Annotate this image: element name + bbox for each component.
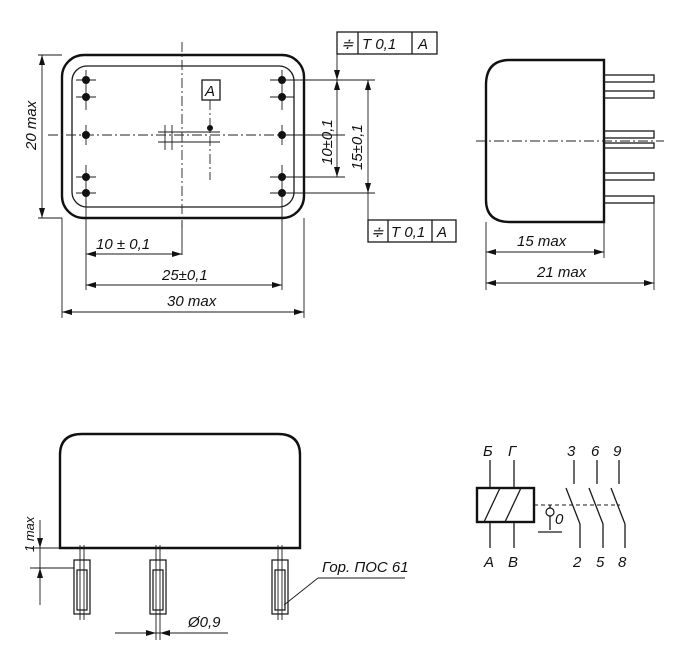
tol-bottom-symbol: ≑ [371,224,384,241]
front-view-body [58,432,302,550]
label-2: 2 [572,554,582,571]
dim-pitch-large-label: 25±0,1 [161,267,208,284]
dim-vert-1-label: 10±0,1 [319,119,336,165]
label-a-bottom: А [483,554,494,571]
side-view: 15 max 21 max [476,58,664,290]
dim-body-label: 15 max [517,233,567,250]
tol-bottom-datum: A [436,224,447,241]
label-v-bottom: В [508,554,518,571]
top-view-center-marks [158,125,220,150]
tolerance-frame-top: ≑ T 0,1 A [334,31,438,80]
dim-width-label: 30 max [167,293,217,310]
tol-top-symbol: ≑ [341,36,354,53]
dim-total-label: 21 max [536,264,587,281]
relay-schematic: 0 Б Г А В 3 6 9 2 5 8 [475,443,627,571]
top-view-pins-right [270,70,294,205]
label-9: 9 [613,443,622,460]
contact-3 [610,460,626,548]
label-b-top: Б [483,443,493,460]
tolerance-frame-bottom: ≑ T 0,1 A [367,193,457,243]
pin-diameter-label: Ø0,9 [187,614,221,631]
datum-label: A [204,83,215,100]
top-view: 20 max [23,31,457,318]
contact-1 [565,460,581,548]
top-view-body-outer [60,53,306,220]
top-view-pins-left [76,70,96,205]
coil-symbol [475,486,536,524]
zero-mark: 0 [555,511,564,528]
label-5: 5 [596,554,605,571]
label-3: 3 [567,443,576,460]
front-view: 1 max Ø0,9 Гор. ПОС 61 [22,432,409,640]
tol-bottom-value: T 0,1 [391,224,425,241]
side-view-leads [603,74,655,204]
solder-note-label: Гор. ПОС 61 [322,559,409,576]
label-g-top: Г [508,443,518,460]
front-view-pins [73,545,289,640]
top-view-body-inner [71,65,295,208]
tol-top-datum: A [417,36,428,53]
tol-top-value: T 0,1 [362,36,396,53]
label-6: 6 [591,443,600,460]
dim-height-label: 20 max [23,100,40,151]
dim-gap-label: 1 max [22,516,37,552]
dim-vert-2-label: 15±0,1 [349,124,366,170]
side-view-body [484,58,606,224]
datum-box [201,79,221,101]
contact-2 [588,460,604,548]
dim-pitch-small-label: 10 ± 0,1 [96,236,150,253]
label-8: 8 [618,554,627,571]
